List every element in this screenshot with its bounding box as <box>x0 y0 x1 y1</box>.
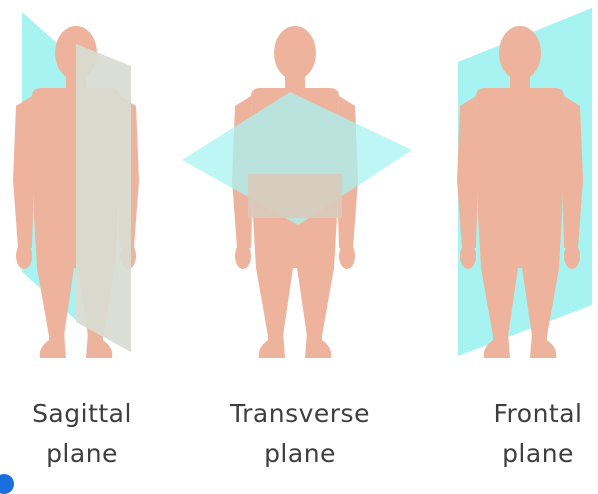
sagittal-figure <box>0 0 200 380</box>
blue-dot-icon <box>0 474 14 494</box>
frontal-figure <box>440 0 598 380</box>
caption-line-1: Sagittal <box>2 394 162 434</box>
caption-line-1: Transverse <box>220 394 380 434</box>
caption-line-2: plane <box>220 434 380 474</box>
sagittal-overlap <box>76 44 131 352</box>
transverse-figure <box>180 0 420 380</box>
caption-line-1: Frontal <box>458 394 598 434</box>
caption-transverse: Transverse plane <box>220 394 380 474</box>
caption-line-2: plane <box>458 434 598 474</box>
caption-sagittal: Sagittal plane <box>2 394 162 474</box>
caption-line-2: plane <box>2 434 162 474</box>
caption-frontal: Frontal plane <box>458 394 598 474</box>
transverse-overlap <box>248 174 342 218</box>
